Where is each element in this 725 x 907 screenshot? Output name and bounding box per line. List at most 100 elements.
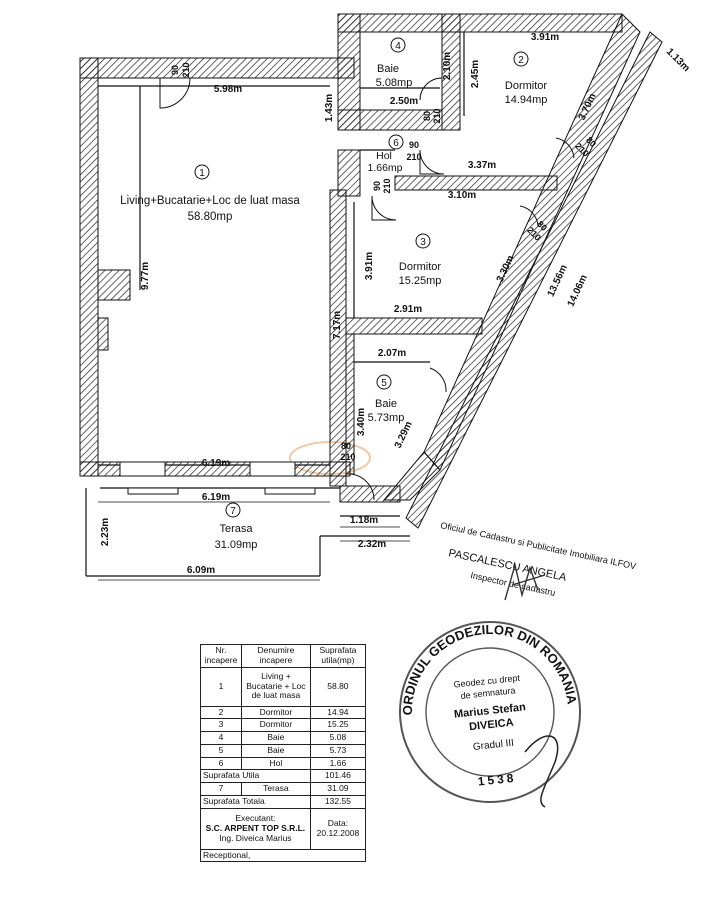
row-nr: 2 (200, 705, 242, 720)
signature-upper (504, 562, 546, 601)
dim-3-29: 3.29m (393, 420, 415, 450)
windows (119, 461, 316, 495)
header-area: Suprafata utila(mp) (309, 644, 367, 668)
table-row: 5 Baie 5.73 (200, 743, 367, 758)
dim-2-50: 2.50m (390, 96, 418, 107)
dim-2-23: 2.23m (100, 518, 111, 546)
room-5-name: Baie (375, 398, 397, 410)
dim-6-19-a: 6.19m (202, 458, 230, 469)
executant-label: Executant: (235, 813, 276, 823)
table-row: 6 Hol 1.66 (200, 756, 367, 771)
doors (159, 77, 575, 501)
row-area: 5.73 (309, 743, 367, 758)
dim-1-43: 1.43m (324, 94, 335, 122)
row-area: 31.09 (309, 782, 367, 796)
door-1-height: 210 (181, 62, 191, 77)
room-5-area: 5.73mp (368, 412, 405, 424)
room-2-name: Dormitor (505, 80, 548, 92)
room-3-name: Dormitor (399, 261, 442, 273)
receptional-label: Receptional, (200, 848, 366, 863)
row-name: Baie (240, 743, 311, 758)
dim-3-91-mid: 3.91m (364, 252, 375, 280)
dim-2-07: 2.07m (378, 348, 406, 359)
table-total-row: Suprafata Totala 132.55 (200, 794, 367, 809)
room-1-label: 1 Living+Bucatarie+Loc de luat masa 58.8… (120, 164, 300, 223)
door-2-height: 210 (432, 108, 442, 123)
date-label: Data: (327, 817, 349, 828)
room-3-label: 3 Dormitor 15.25mp (399, 233, 442, 287)
room-6-label: 6 Hol 1.66mp (367, 134, 404, 174)
stamp-signature (524, 735, 559, 808)
row-nr: 4 (200, 731, 242, 745)
dim-3-10: 3.10m (448, 190, 476, 201)
table-row: 7 Terasa 31.09 (200, 782, 367, 796)
row-area: 14.94 (309, 705, 367, 720)
room-7-number: 7 (230, 506, 236, 517)
dimension-lines (98, 85, 410, 581)
room-7-label: 7 Terasa 31.09mp (215, 502, 257, 551)
dim-3-37: 3.37m (468, 160, 496, 171)
door-3-height: 210 (406, 152, 421, 162)
row-nr: 6 (200, 756, 242, 771)
engineer-name: Ing. Diveica Marius (219, 832, 292, 843)
header-nr: Nr. incapere (200, 644, 242, 668)
stamp-line-4: DIVEICA (469, 717, 515, 734)
dim-14-06: 14.06m (566, 273, 590, 308)
room-1-name: Living+Bucatarie+Loc de luat masa (120, 195, 300, 207)
dim-1-18: 1.18m (350, 515, 378, 526)
dim-13-56: 13.56m (546, 263, 570, 298)
table-util-row: Suprafata Utila 101.46 (200, 769, 367, 784)
row-nr: 1 (200, 666, 242, 707)
door-4-height: 210 (382, 178, 392, 193)
door-4-width: 90 (372, 181, 382, 191)
room-6-name: Hol (376, 150, 392, 162)
total-label: Suprafata Totala (200, 794, 311, 809)
room-1-area: 58.80mp (188, 211, 233, 223)
table-row: 4 Baie 5.08 (200, 731, 367, 745)
company-name: S.C. ARPENT TOP S.R.L. (205, 822, 306, 833)
door-5-width: 80 (341, 441, 351, 451)
row-area: 15.25 (309, 718, 367, 733)
table-row: 2 Dormitor 14.94 (200, 705, 367, 720)
surveyor-stamp: ORDINUL GEODEZILOR DIN ROMANIA Geodez cu… (395, 613, 581, 808)
dim-3-40: 3.40m (356, 408, 367, 436)
room-2-label: 2 Dormitor 14.94mp (505, 51, 548, 106)
dim-2-91: 2.91m (394, 304, 422, 315)
table-row: 3 Dormitor 15.25 (200, 718, 367, 733)
header-name: Denumire incapere (240, 644, 311, 668)
area-table: Nr. incapere Denumire incapere Suprafata… (200, 644, 367, 863)
row-area: 58.80 (309, 666, 367, 707)
room-6-area: 1.66mp (367, 162, 402, 174)
table-row: 1 Living + Bucatarie + Loc de luat masa … (200, 666, 367, 707)
executant-cell: Executant: S.C. ARPENT TOP S.R.L. Ing. D… (200, 807, 311, 850)
room-5-label: 5 Baie 5.73mp (368, 374, 405, 424)
row-name: Terasa (240, 782, 311, 796)
total-value: 132.55 (309, 794, 367, 809)
dim-9-77: 9.77m (140, 262, 151, 290)
room-4-label: 4 Baie 5.08mp (376, 37, 413, 89)
dim-2-10: 2.10m (442, 52, 453, 80)
room-7-name: Terasa (219, 523, 253, 535)
table-header-row: Nr. incapere Denumire incapere Suprafata… (200, 644, 367, 668)
stamp-grade: Gradul III (472, 738, 514, 753)
room-3-number: 3 (420, 237, 426, 248)
dim-6-19-b: 6.19m (202, 492, 230, 503)
row-nr: 7 (200, 782, 242, 796)
dim-7-17: 7.17m (332, 311, 343, 339)
util-value: 101.46 (309, 769, 367, 784)
stamp-line-3: Marius Stefan (453, 701, 526, 721)
dimensions: 5.98m 9.77m 1.43m 2.50m 2.10m 3.91m 2.45… (100, 32, 692, 576)
date-value: 20.12.2008 (316, 827, 360, 838)
room-3-area: 15.25mp (399, 275, 442, 287)
room-6-number: 6 (393, 138, 399, 149)
floor-plan: 1 Living+Bucatarie+Loc de luat masa 58.8… (79, 13, 692, 601)
dim-3-91-top: 3.91m (531, 32, 559, 43)
row-area: 5.08 (309, 731, 367, 745)
room-4-name: Baie (377, 63, 399, 75)
room-4-area: 5.08mp (376, 77, 413, 89)
faded-cadastre-stamp: Oficiul de Cadastru si Publicitate Imobi… (440, 520, 637, 598)
room-5-number: 5 (381, 378, 387, 389)
door-2-width: 80 (422, 111, 432, 121)
stamp-number: 1538 (477, 771, 517, 789)
dim-6-09: 6.09m (187, 565, 215, 576)
